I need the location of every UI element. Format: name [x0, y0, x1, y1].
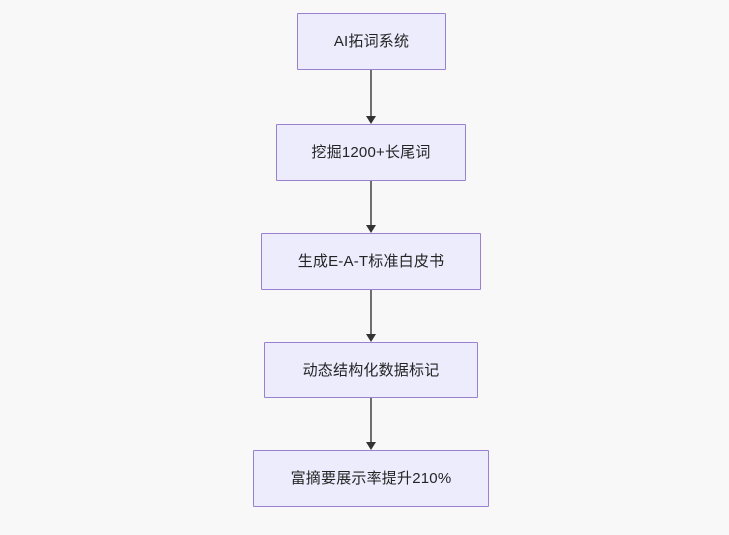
flowchart-edge-n1-n2	[366, 70, 376, 124]
flowchart-node-label: 富摘要展示率提升210%	[290, 470, 452, 487]
flowchart-edge-n3-n4	[366, 290, 376, 342]
arrow-head-icon	[366, 225, 376, 233]
flowchart-node-label: 生成E-A-T标准白皮书	[297, 253, 445, 270]
flowchart-node-n5[interactable]: 富摘要展示率提升210%	[253, 450, 489, 507]
flowchart-edge-n2-n3	[366, 181, 376, 233]
flowchart-node-n3[interactable]: 生成E-A-T标准白皮书	[261, 233, 481, 290]
edge-line	[370, 398, 372, 443]
arrow-head-icon	[366, 334, 376, 342]
flowchart-node-n4[interactable]: 动态结构化数据标记	[264, 342, 478, 398]
edge-line	[370, 290, 372, 335]
flowchart-node-label: AI拓词系统	[333, 33, 410, 50]
edge-line	[370, 181, 372, 226]
arrow-head-icon	[366, 116, 376, 124]
flowchart-node-n2[interactable]: 挖掘1200+长尾词	[276, 124, 466, 181]
edge-line	[370, 70, 372, 117]
flowchart-node-label: 动态结构化数据标记	[302, 361, 440, 379]
flowchart-node-label: 挖掘1200+长尾词	[311, 144, 431, 161]
flowchart-edge-n4-n5	[366, 398, 376, 450]
arrow-head-icon	[366, 442, 376, 450]
flowchart-node-n1[interactable]: AI拓词系统	[297, 13, 446, 70]
